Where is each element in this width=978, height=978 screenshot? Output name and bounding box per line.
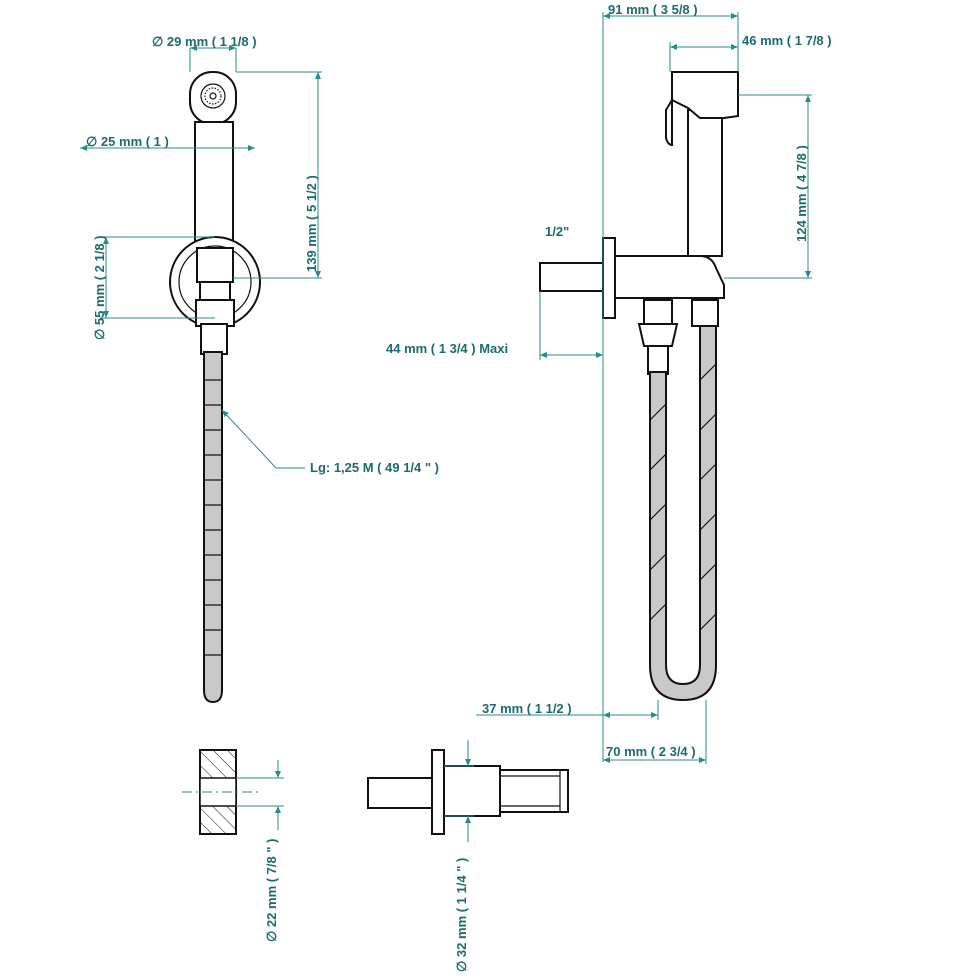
wall-flange <box>602 237 616 319</box>
outlet-ferrule <box>647 345 669 375</box>
handle-body <box>194 121 234 253</box>
hose-ferrule <box>200 323 228 355</box>
inlet-length-label: 44 mm ( 1 3/4 ) Maxi <box>386 341 508 356</box>
holder-height-label: 124 mm ( 4 7/8 ) <box>794 145 809 242</box>
outlet-nut <box>643 299 673 325</box>
hose-nut <box>195 299 235 327</box>
hose-loop-marks <box>649 363 717 631</box>
holder-depth-label: 46 mm ( 1 7/8 ) <box>742 33 832 48</box>
hose-loop-offset-label: 37 mm ( 1 1/2 ) <box>482 701 572 716</box>
handset-head-side <box>671 71 739 119</box>
lever <box>665 96 673 147</box>
valve-profile-view <box>367 740 569 842</box>
hose-segments <box>204 379 222 656</box>
thread-size-label: 1/2" <box>545 224 569 239</box>
overall-depth-label: 91 mm ( 3 5/8 ) <box>608 2 698 17</box>
profile-body <box>443 765 501 817</box>
flange-diameter-label: ∅ 32 mm ( 1 1/4 " ) <box>454 858 469 972</box>
handset-length-label: 139 mm ( 5 1/2 ) <box>304 175 319 272</box>
holder-diameter-label: ∅ 55 mm ( 2 1/8 ) <box>92 235 107 340</box>
hose-end-fitting <box>691 299 719 327</box>
profile-holder <box>499 769 569 813</box>
nozzle-center <box>209 92 217 100</box>
handle-diameter-label: ∅ 25 mm ( 1 ) <box>86 134 169 149</box>
nozzle-holes <box>204 87 222 105</box>
holder-stem <box>687 109 723 257</box>
left-dimensions <box>80 45 322 469</box>
assembly-side-view <box>539 71 739 702</box>
hose-loop-width-label: 70 mm ( 2 3/4 ) <box>606 744 696 759</box>
inlet-pipe <box>539 262 607 292</box>
outlet-nut-cone <box>637 323 679 347</box>
profile-inlet-pipe <box>367 777 435 809</box>
handset-front-view <box>169 71 261 704</box>
valve-body <box>614 255 725 299</box>
pipe-diameter-label: ∅ 22 mm ( 7/8 " ) <box>264 839 279 942</box>
nozzle-face <box>200 83 226 109</box>
hose-length-label: Lg: 1,25 M ( 49 1/4 " ) <box>310 460 439 475</box>
pipe-section-view <box>182 749 284 835</box>
spray-head <box>189 71 237 125</box>
hose-loop <box>649 325 717 702</box>
profile-flange <box>431 749 445 835</box>
head-diameter-label: ∅ 29 mm ( 1 1/8 ) <box>152 34 257 49</box>
hose <box>203 351 223 704</box>
handle-collar <box>196 247 234 283</box>
right-dimensions <box>476 12 812 764</box>
